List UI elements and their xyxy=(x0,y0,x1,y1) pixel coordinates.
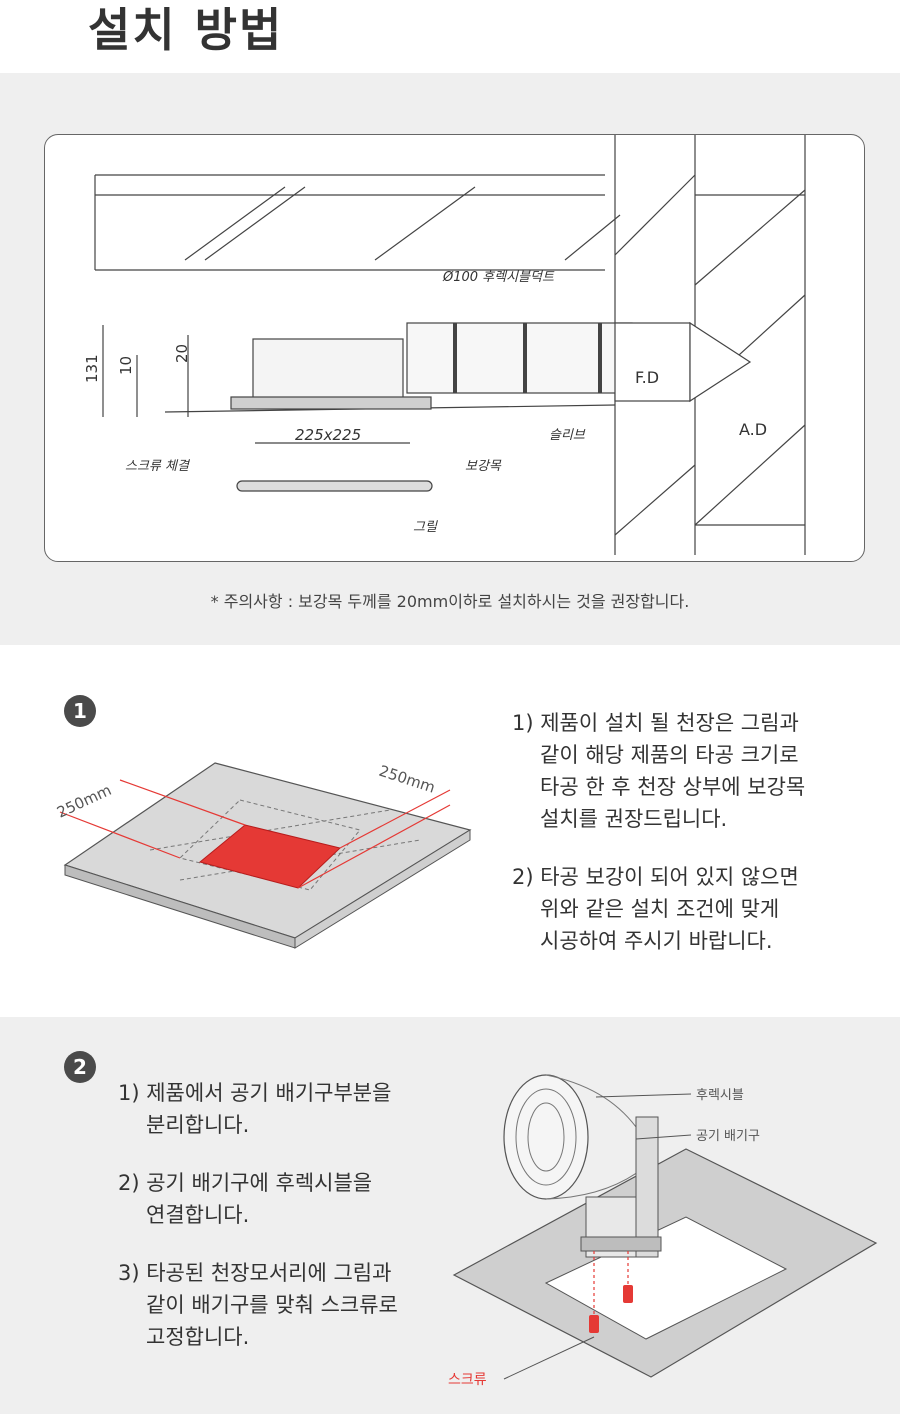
fd-label: F.D xyxy=(635,368,659,387)
step-2-item-3: 3) 타공된 천장모서리에 그림과 같이 배기구를 맞춰 스크류로 고정합니다. xyxy=(118,1261,398,1349)
screw-label: 스크류 xyxy=(448,1372,487,1388)
dim-10: 10 xyxy=(117,356,135,375)
flex-label: 후렉시블 xyxy=(696,1088,744,1103)
ceiling-cutout-illustration: 250mm 250mm xyxy=(54,762,472,949)
step-1-badge: 1 xyxy=(64,695,96,727)
dim-20: 20 xyxy=(173,344,191,363)
step-2-text: 1) 제품에서 공기 배기구부분을 분리합니다. 2) 공기 배기구에 후렉시블… xyxy=(118,1077,458,1379)
dim-131: 131 xyxy=(83,354,101,383)
duct-label: Ø100 후렉시블덕트 xyxy=(442,270,555,285)
reinforce-label: 보강목 xyxy=(465,459,502,474)
installation-diagram: Ø100 후렉시블덕트 F.D A.D 슬리브 보강목 스크류 체결 225x2… xyxy=(44,134,865,562)
caution-note: * 주의사항 : 보강목 두께를 20mm이하로 설치하시는 것을 권장합니다. xyxy=(210,592,690,611)
step-1-text: 1) 제품이 설치 될 천장은 그림과 같이 해당 제품의 타공 크기로 타공 … xyxy=(512,707,872,983)
size-label: 225x225 xyxy=(295,426,361,444)
screw-fastening-label: 스크류 체결 xyxy=(125,459,191,474)
duct-mount-illustration: 후렉시블 공기 배기구 스크류 xyxy=(448,1074,878,1388)
step-2-item-2: 2) 공기 배기구에 후렉시블을 연결합니다. xyxy=(118,1171,373,1227)
grill-label: 그릴 xyxy=(413,520,438,535)
ad-label: A.D xyxy=(739,420,767,439)
ceiling-duct-diagram: Ø100 후렉시블덕트 F.D A.D 슬리브 보강목 스크류 체결 225x2… xyxy=(83,135,806,555)
dim-left-label: 250mm xyxy=(54,781,114,822)
step-1-section: 1 250mm 250mm 1) 제품이 설치 될 천장은 그림과 같이 해당 … xyxy=(0,645,900,1017)
step-1-item-1: 1) 제품이 설치 될 천장은 그림과 같이 해당 제품의 타공 크기로 타공 … xyxy=(512,711,806,831)
page-title: 설치 방법 xyxy=(88,3,284,57)
step-1-item-2: 2) 타공 보강이 되어 있지 않으면 위와 같은 설치 조건에 맞게 시공하여… xyxy=(512,865,799,953)
exhaust-label: 공기 배기구 xyxy=(696,1129,760,1144)
step-2-badge: 2 xyxy=(64,1051,96,1083)
step-2-item-1: 1) 제품에서 공기 배기구부분을 분리합니다. xyxy=(118,1081,392,1137)
step-2-section: 2 1) 제품에서 공기 배기구부분을 분리합니다. 2) 공기 배기구에 후렉… xyxy=(0,1017,900,1414)
sleeve-label: 슬리브 xyxy=(549,428,586,443)
dim-right-label: 250mm xyxy=(377,762,438,797)
